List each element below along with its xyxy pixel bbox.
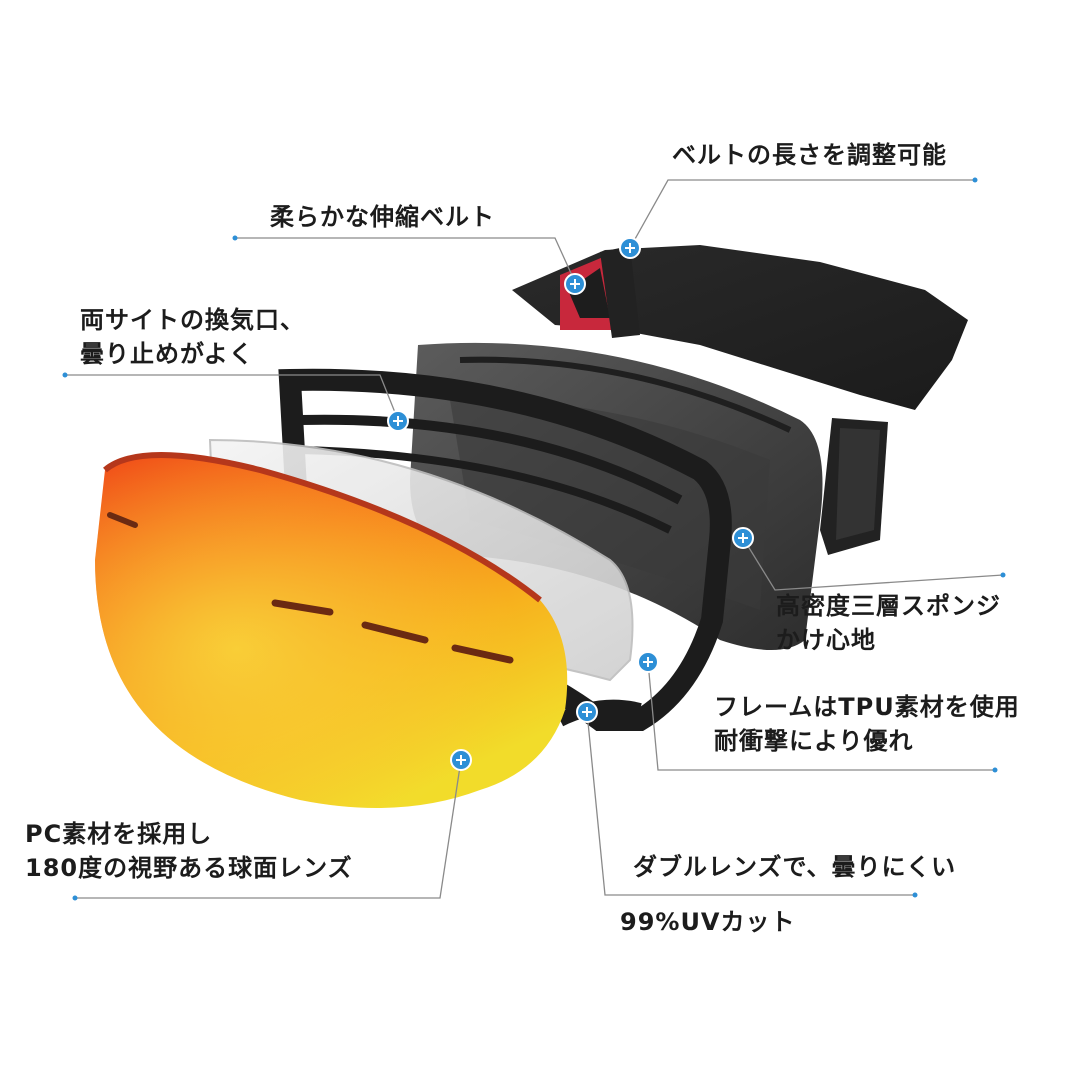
plus-marker-icon (387, 410, 409, 432)
plus-marker-icon (637, 651, 659, 673)
plus-marker-icon (619, 237, 641, 259)
callout-text: ダブルレンズで、曇りにくい (633, 853, 957, 881)
leader-ticks (62, 177, 1006, 901)
callout-vents: 両サイトの換気口、 曇り止めがよく (80, 303, 305, 371)
callout-text: 99%UVカット (620, 908, 796, 936)
plus-marker-icon (576, 701, 598, 723)
mirrored-lens (95, 452, 568, 808)
callout-text: 柔らかな伸縮ベルト (270, 203, 495, 231)
callout-double-lens: ダブルレンズで、曇りにくい (633, 850, 956, 884)
callout-sponge: 高密度三層スポンジ かけ心地 (776, 589, 1001, 657)
callout-text: PC素材を採用し (25, 820, 213, 848)
callout-text: 耐衝撃により優れ (714, 727, 914, 755)
strap (512, 245, 968, 410)
callout-text: 高密度三層スポンジ (776, 592, 1001, 620)
callout-text: 両サイトの換気口、 (80, 306, 305, 334)
plus-markers (387, 237, 754, 771)
callout-text: フレームはTPU素材を使用 (714, 693, 1020, 721)
callout-uv-cut: 99%UVカット (620, 905, 796, 939)
plus-marker-icon (564, 273, 586, 295)
callout-elastic-belt: 柔らかな伸縮ベルト (270, 200, 495, 234)
callout-text: かけ心地 (776, 626, 876, 654)
plus-marker-icon (732, 527, 754, 549)
plus-marker-icon (450, 749, 472, 771)
callout-frame: フレームはTPU素材を使用 耐衝撃により優れ (714, 690, 1020, 758)
leader-lines (65, 179, 1004, 899)
callout-lens: PC素材を採用し 180度の視野ある球面レンズ (25, 817, 353, 885)
strap-buckle (820, 418, 888, 555)
callout-text: 曇り止めがよく (80, 340, 254, 368)
callout-belt-length: ベルトの長さを調整可能 (672, 138, 947, 172)
callout-text: 180度の視野ある球面レンズ (25, 854, 353, 882)
callout-text: ベルトの長さを調整可能 (672, 141, 947, 169)
